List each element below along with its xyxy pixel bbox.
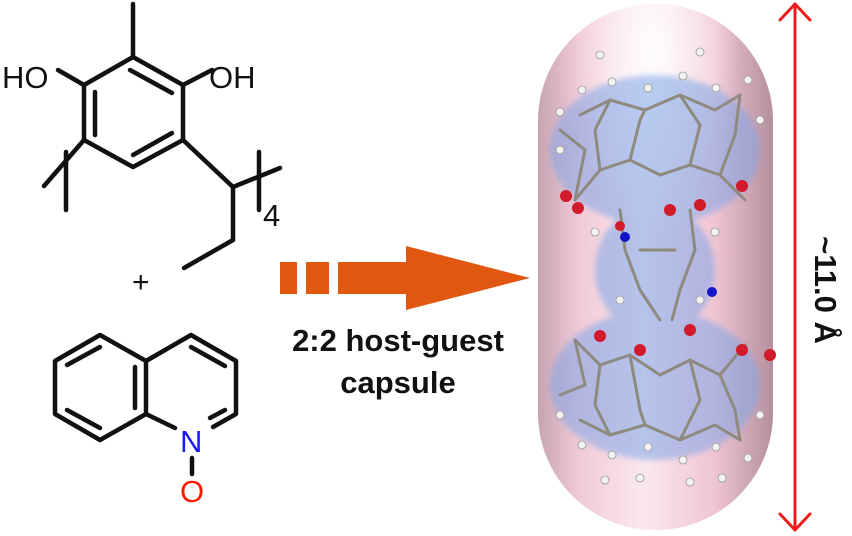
capsule-nitrogen-atoms [620, 232, 717, 297]
capsule-molecule-bonds [558, 93, 747, 442]
host-oh-left-bond [55, 67, 87, 88]
guest-benzo-ring [52, 332, 149, 443]
guest-double-bond-2 [64, 407, 103, 431]
host-oh-label: OH [209, 60, 256, 95]
capsule-height-label: ~11.0 Å [808, 236, 843, 344]
host-oh-right-bond [180, 67, 215, 88]
guest-pyridine-ring [143, 332, 239, 430]
guest-pyridine-bond-n [143, 411, 178, 431]
capsule-oxygen-atoms [560, 180, 776, 361]
host-double-bond-2 [130, 130, 175, 158]
guest-double-bond-5 [207, 407, 228, 421]
host-ho-label: HO [2, 60, 49, 95]
arrow-shaft [338, 262, 412, 294]
arrow-dash-1 [280, 262, 297, 294]
guest-oxygen-label: O [180, 474, 204, 509]
dimension-head-top [778, 2, 812, 22]
guest-double-bond-4 [188, 344, 228, 369]
arrow-dash-2 [306, 262, 329, 294]
guest-structure [52, 332, 239, 477]
plus-sign: + [132, 266, 150, 299]
host-right-linkage [230, 165, 283, 190]
host-ethyl-bond-2 [181, 237, 236, 271]
dimension-head-bottom [778, 512, 812, 532]
dimension-arrow [778, 2, 812, 532]
reaction-label-line2: capsule [340, 365, 455, 400]
reaction-label-line1: 2:2 host-guest [292, 323, 504, 358]
host-right-ch-bond [180, 137, 236, 190]
host-double-bond-1 [127, 67, 175, 96]
guest-nitrogen-label: N [180, 424, 202, 459]
host-structure [41, 1, 283, 271]
guest-double-bond-1 [64, 344, 103, 368]
host-repeat-subscript: 4 [263, 198, 280, 233]
capsule [538, 4, 776, 530]
capsule-hydrogen-atoms [555, 47, 765, 487]
arrow-head [406, 246, 530, 310]
reaction-arrow [280, 246, 530, 310]
